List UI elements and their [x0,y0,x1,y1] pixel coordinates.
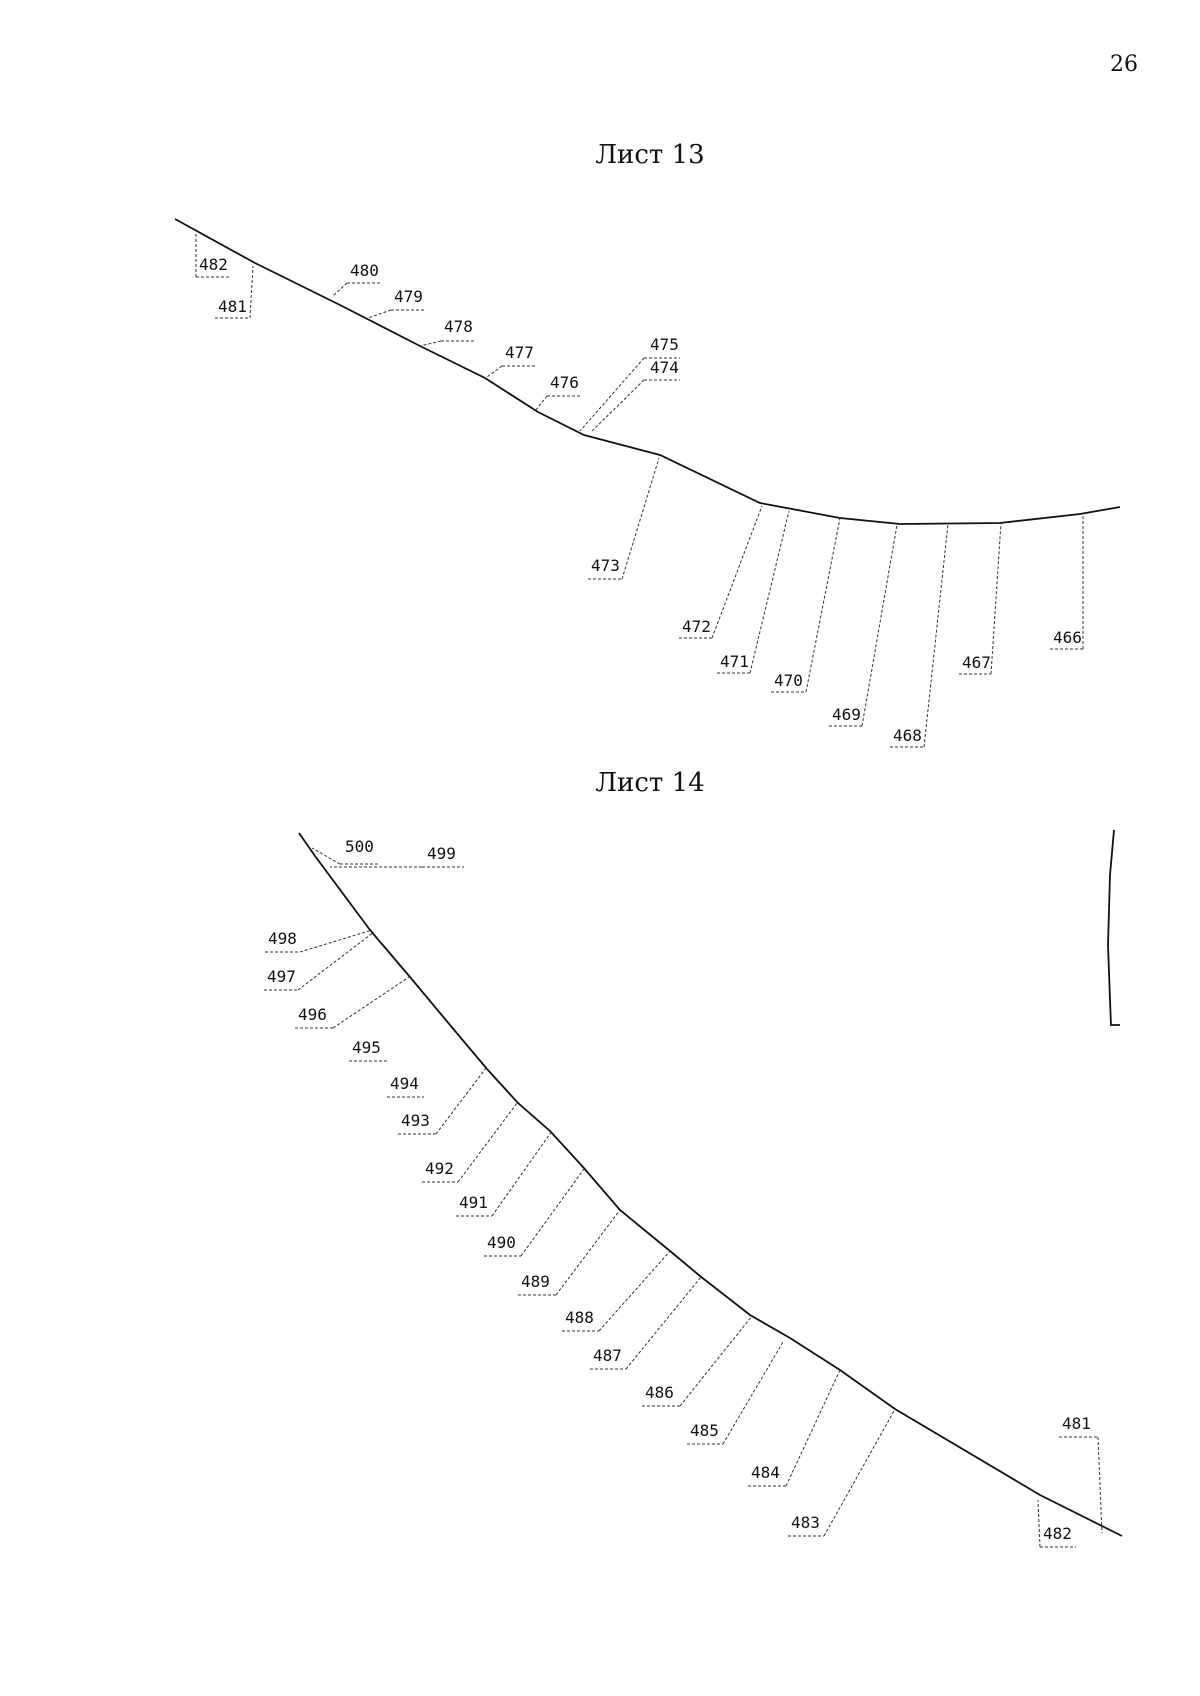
leader-line [1037,1499,1041,1548]
sheet-13-label-471: 471 [720,652,749,671]
sheet-14-edge-bracket [1107,829,1120,1026]
leader-line [486,365,503,378]
sheet-14-label-496: 496 [298,1005,327,1024]
sheet-13-boundary-line [174,218,1121,525]
sheet-13-label-475: 475 [650,335,679,354]
sheet-13-label-467: 467 [962,653,991,672]
sheet-13-title: Лист 13 [595,140,705,170]
leader-line [299,929,373,953]
leader-line [249,265,254,319]
page-number: 26 [1110,52,1138,77]
sheet-14-label-483: 483 [791,1513,820,1532]
sheet-14-label-486: 486 [645,1383,674,1402]
leader-line [621,457,660,580]
leader-line [419,340,442,347]
sheet-14-label-491: 491 [459,1193,488,1212]
sheet-13-label-478: 478 [444,317,473,336]
sheet-14-label-499: 499 [427,844,456,863]
leader-line [679,1315,753,1407]
leader-line [1097,1436,1103,1534]
leader-line [823,1410,895,1537]
sheet-14-label-487: 487 [593,1346,622,1365]
leader-line [491,1130,553,1217]
leader-line [591,379,645,432]
leader-line [332,282,348,297]
sheet-13-label-477: 477 [505,343,534,362]
leader-line [711,505,763,639]
sheet-14-label-495: 495 [352,1038,381,1057]
sheet-13-label-479: 479 [394,287,423,306]
sheet-14-label-493: 493 [401,1111,430,1130]
sheet-13-label-481: 481 [218,297,247,316]
leader-line [435,1067,487,1135]
leader-line [579,357,645,432]
label-layer: 482 481 480 479 478 477 476 475 474 473 472 471 470 4… [195,233,1103,1548]
sheet-13-label-482: 482 [199,255,228,274]
leader-line [367,309,392,319]
leader-line [722,1341,784,1445]
leader-line [534,395,548,412]
leader-line [457,1102,518,1183]
sheet-13-label-476: 476 [550,373,579,392]
sheet-14-label-482: 482 [1043,1524,1072,1543]
sheet-13-label-473: 473 [591,556,620,575]
leader-line [990,522,1002,675]
sheet-13-label-474: 474 [650,358,679,377]
sheet-13-label-480: 480 [350,261,379,280]
leader-line [785,1369,841,1487]
leader-line [861,524,898,727]
sheet-14-label-485: 485 [690,1421,719,1440]
leader-line [297,931,375,991]
leader-line [625,1276,702,1370]
sheet-14-label-494: 494 [390,1074,419,1093]
sheet-14-label-481: 481 [1062,1414,1091,1433]
leader-line [311,847,341,865]
sheet-13-label-468: 468 [893,726,922,745]
sheet-14-label-489: 489 [521,1272,550,1291]
leader-line [555,1209,621,1296]
sheet-14-label-492: 492 [425,1159,454,1178]
sheet-13-label-470: 470 [774,671,803,690]
sheet-13-label-469: 469 [832,705,861,724]
sheet-13-label-472: 472 [682,617,711,636]
leader-line [520,1168,585,1257]
sheet-14-label-490: 490 [487,1233,516,1252]
leader-line [923,523,949,748]
leader-line [598,1249,672,1332]
sheet-14-label-484: 484 [751,1463,780,1482]
sheet-14-boundary-line [298,832,1123,1537]
sheet-14-label-488: 488 [565,1308,594,1327]
sheet-14-label-497: 497 [267,967,296,986]
leader-line [805,517,841,693]
leader-line [749,510,790,674]
sheet-14-label-498: 498 [268,929,297,948]
sheet-13-label-466: 466 [1053,628,1082,647]
leader-line [332,974,413,1029]
sheet-14-title: Лист 14 [595,768,705,798]
sheet-14-label-500: 500 [345,837,374,856]
